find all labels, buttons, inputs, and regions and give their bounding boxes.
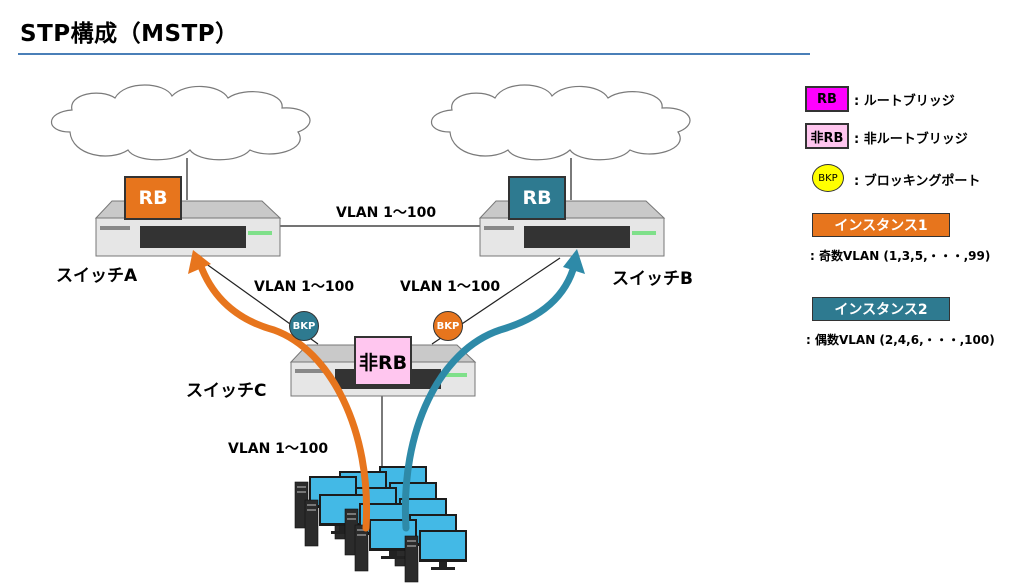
computer-icon — [294, 465, 468, 583]
instance2-arrowhead — [563, 249, 585, 274]
legend-non-rb-text: : 非ルートブリッジ — [854, 132, 968, 147]
legend-rb-badge: RB — [805, 86, 849, 112]
legend-bkp-badge: BKP — [812, 164, 844, 192]
switch-c-label: スイッチC — [186, 381, 267, 401]
cloud-icon — [431, 84, 691, 161]
bkp-port-right: BKP — [433, 311, 463, 341]
page-title: STP構成（MSTP） — [20, 21, 239, 47]
link-c-pc-label: VLAN 1～100 — [228, 441, 329, 457]
bkp-port-left: BKP — [289, 311, 319, 341]
switch-b-label: スイッチB — [612, 269, 693, 289]
legend-instance1-desc: : 奇数VLAN (1,3,5,・・・,99) — [810, 249, 991, 263]
switch-b-rb-badge: RB — [508, 176, 566, 220]
legend-instance1: インスタンス1 — [812, 213, 950, 237]
legend-bkp-text: : ブロッキングポート — [854, 174, 981, 189]
link-ab-label: VLAN 1～100 — [336, 205, 437, 221]
switch-icon — [94, 200, 282, 257]
title-rule — [18, 53, 810, 55]
link-bc-label: VLAN 1～100 — [400, 279, 501, 295]
switch-a-rb-badge: RB — [124, 176, 182, 220]
switch-icon — [478, 200, 666, 257]
switch-c-non-rb-badge: 非RB — [354, 336, 412, 386]
legend-instance2: インスタンス2 — [812, 297, 950, 321]
instance1-path — [194, 254, 371, 532]
instance2-path — [401, 254, 580, 532]
legend-rb-text: : ルートブリッジ — [854, 94, 955, 109]
cloud-icon — [51, 84, 311, 161]
legend-non-rb-badge: 非RB — [805, 123, 849, 149]
instance1-arrowhead — [188, 250, 211, 274]
switch-a-label: スイッチA — [56, 266, 138, 286]
legend-instance2-desc: : 偶数VLAN (2,4,6,・・・,100) — [806, 333, 995, 347]
link-ac-label: VLAN 1～100 — [254, 279, 355, 295]
